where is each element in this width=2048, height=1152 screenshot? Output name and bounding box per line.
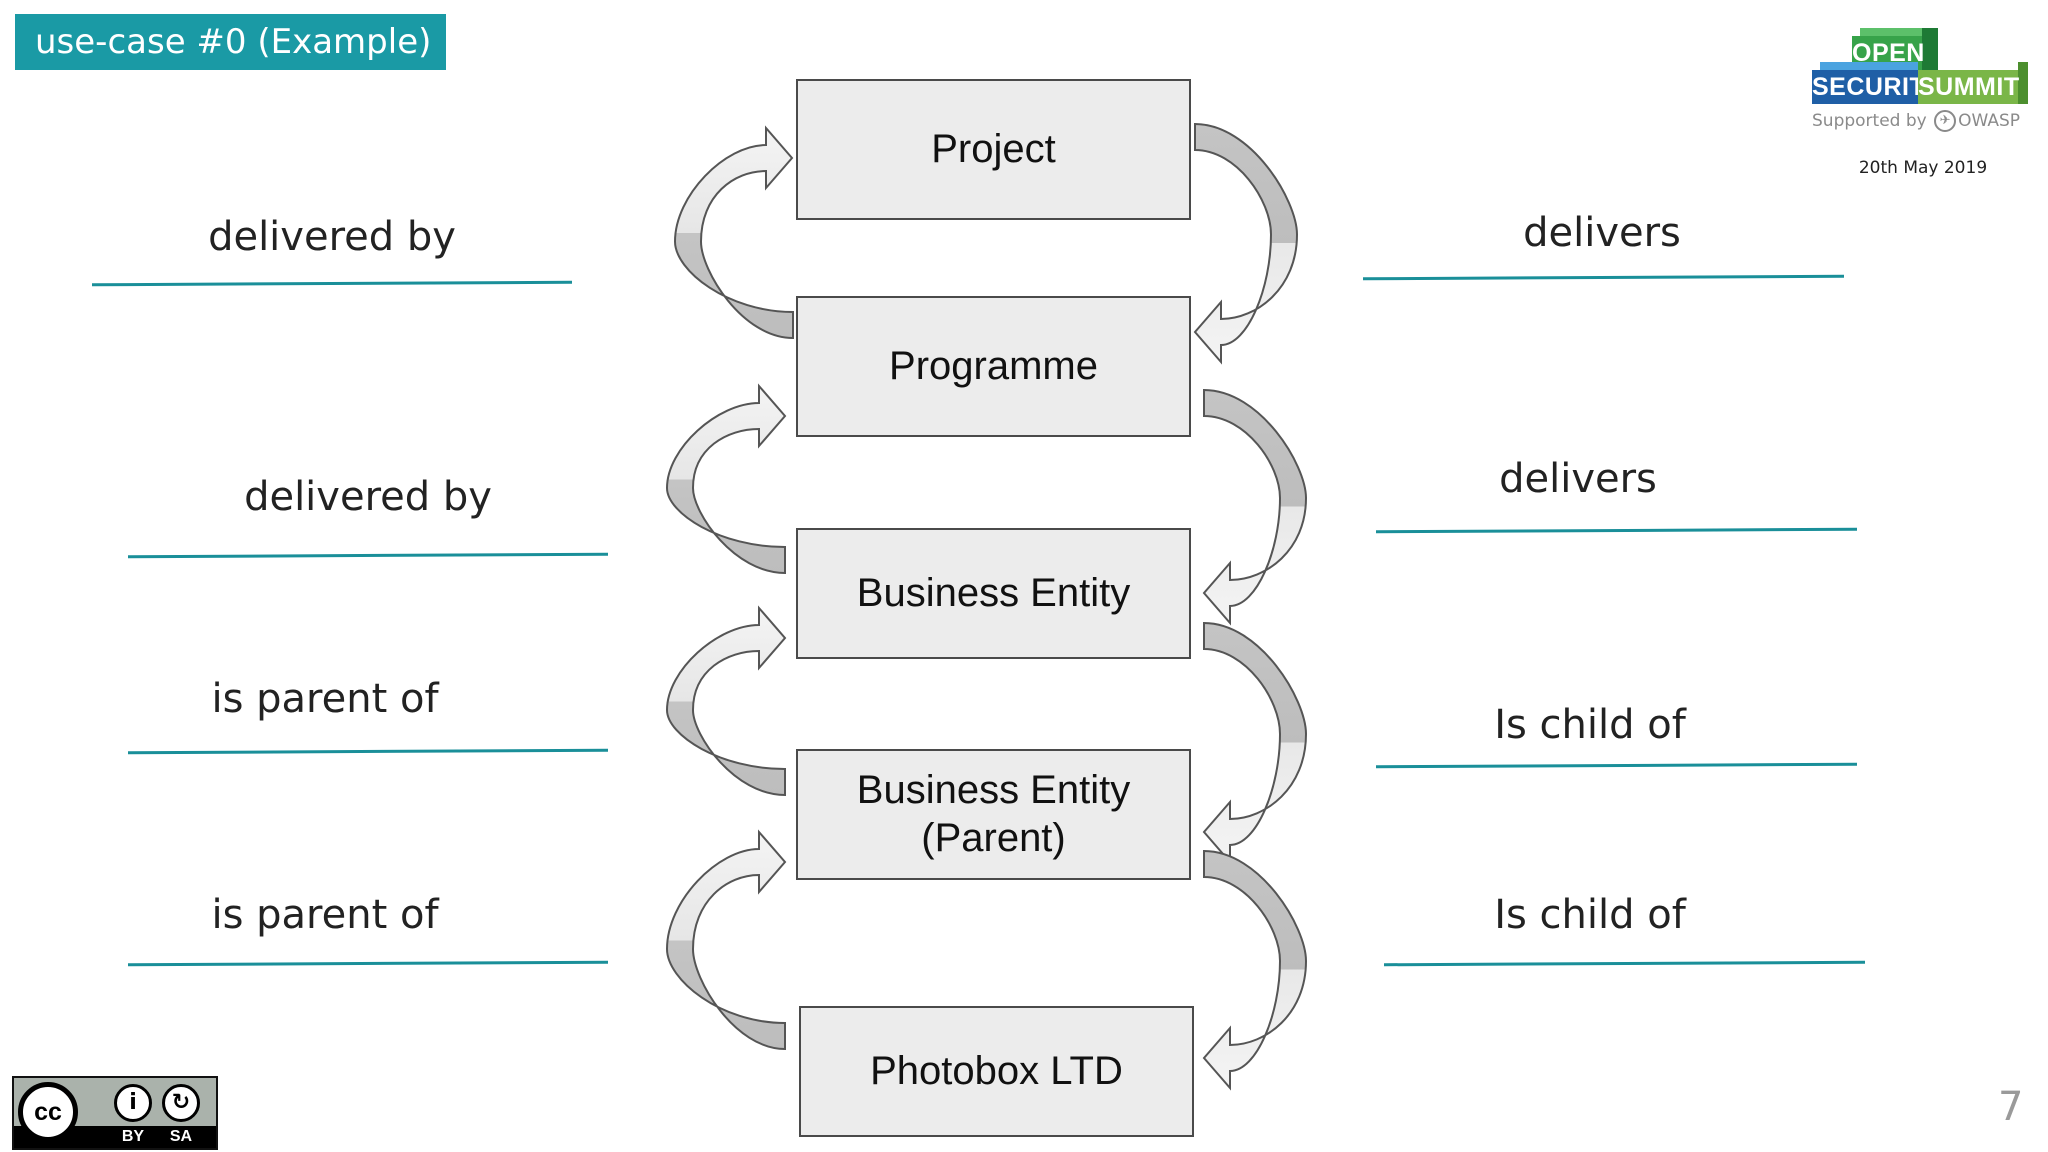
node-business-entity: Business Entity (796, 528, 1191, 659)
owasp-icon: ✈ (1934, 110, 1957, 132)
page-number: 7 (1998, 1084, 2024, 1130)
curved-arrow (673, 125, 794, 340)
event-date: 20th May 2019 (1858, 158, 1988, 178)
attribution-icon: i (114, 1084, 152, 1122)
curved-arrow (665, 605, 787, 797)
cc-icon: cc (18, 1082, 78, 1142)
cc-by-sa-license-badge: cc i ↻ BY SA (12, 1076, 218, 1150)
logo-word-summit: SUMMIT (1918, 70, 2019, 104)
license-by-label: BY (121, 1128, 145, 1145)
node-business-entity-parent: Business Entity (Parent) (796, 749, 1191, 880)
slide-title: use-case #0 (Example) (15, 14, 446, 70)
node-label: Photobox LTD (870, 1048, 1123, 1093)
curved-arrow (1202, 388, 1308, 626)
node-programme: Programme (796, 296, 1191, 437)
curved-arrow (1202, 621, 1308, 865)
right-relation-label: delivers (1499, 456, 1657, 502)
right-relation-label: Is child of (1494, 702, 1686, 748)
curved-arrow (1202, 849, 1308, 1091)
left-relation-label: is parent of (211, 892, 439, 938)
right-relation-label: delivers (1523, 210, 1681, 256)
node-photobox-ltd: Photobox LTD (799, 1006, 1194, 1137)
node-label: Business Entity (Parent) (856, 768, 1131, 860)
supported-by-label: Supported by (1812, 111, 1927, 131)
left-relation-label: delivered by (208, 214, 456, 260)
share-alike-icon: ↻ (162, 1084, 200, 1122)
node-label: Business Entity (856, 570, 1131, 615)
open-security-summit-logo: OPEN SECURITY SUMMIT Supported by ✈OWASP (1812, 28, 2034, 138)
license-sa-label: SA (169, 1128, 193, 1145)
node-label: Project (931, 126, 1056, 171)
node-project: Project (796, 79, 1191, 220)
owasp-label: OWASP (1958, 111, 2021, 131)
left-relation-label: delivered by (244, 474, 492, 520)
left-relation-label: is parent of (211, 676, 439, 722)
node-label: Programme (889, 343, 1098, 388)
curved-arrow (665, 383, 787, 575)
right-relation-label: Is child of (1494, 892, 1686, 938)
supported-by-owasp: Supported by ✈OWASP (1812, 110, 2034, 132)
curved-arrow (1193, 122, 1299, 365)
curved-arrow (665, 829, 787, 1051)
